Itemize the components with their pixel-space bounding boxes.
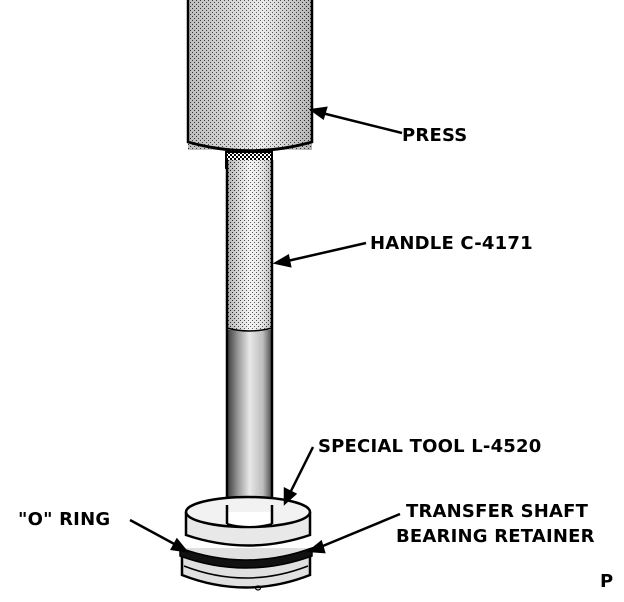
retainer-arrowhead <box>306 539 326 554</box>
o-ring-arrowhead <box>170 537 189 553</box>
bearing-retainer <box>179 546 313 591</box>
handle-leader <box>282 241 367 264</box>
retainer-label-line2: BEARING RETAINER <box>396 526 595 547</box>
handle-rod <box>225 160 274 525</box>
corner-mark: P <box>600 571 614 592</box>
handle-arrowhead <box>272 254 292 268</box>
leader-lines <box>129 106 403 554</box>
press-label: PRESS <box>402 125 468 146</box>
press-ram <box>186 0 314 153</box>
handle-label: HANDLE C-4171 <box>370 233 533 254</box>
press-leader <box>317 110 403 135</box>
special-tool <box>184 495 312 547</box>
special-tool-arrowhead <box>283 486 298 506</box>
press-arrowhead <box>308 106 328 121</box>
retainer-label-line1: TRANSFER SHAFT <box>406 501 589 522</box>
retainer-leader <box>317 512 401 550</box>
special-tool-leader <box>287 446 315 496</box>
special-tool-label: SPECIAL TOOL L-4520 <box>318 436 542 457</box>
o-ring-leader <box>129 518 179 548</box>
o-ring-label: "O" RING <box>18 509 111 530</box>
